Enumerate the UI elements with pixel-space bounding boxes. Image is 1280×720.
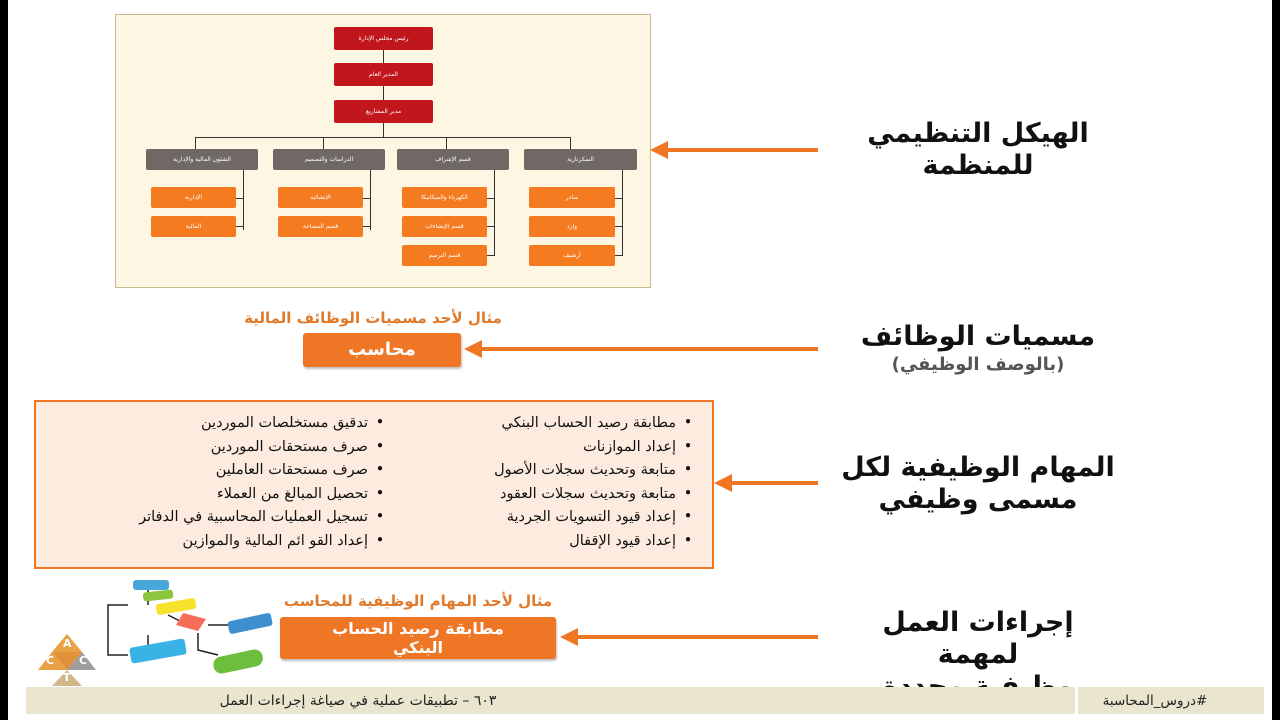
logo-letter: C (46, 654, 54, 667)
org-level1-box: رئيس مجلس الإدارة (334, 27, 433, 50)
heading-job-tasks: المهام الوظيفية لكل مسمى وظيفي (838, 452, 1118, 516)
task-item: •إعداد قيود الإقفال (400, 530, 700, 554)
task-example-caption: مثال لأحد المهام الوظيفية للمحاسب (263, 592, 573, 610)
task-item: •صرف مستحقات الموردين (52, 436, 392, 460)
tasks-left-column: •تدقيق مستخلصات الموردين •صرف مستحقات ال… (52, 412, 392, 554)
heading-line: مسميات الوظائف (848, 320, 1108, 354)
heading-org-structure: الهيكل التنظيمي للمنظمة (838, 118, 1118, 182)
task-item: •متابعة وتحديث سجلات الأصول (400, 459, 700, 483)
tasks-right-column: •مطابقة رصيد الحساب البنكي •إعداد المواز… (400, 412, 700, 554)
heading-line: للمنظمة (838, 150, 1118, 182)
heading-line: إجراءات العمل لمهمة (838, 607, 1118, 671)
task-item: •إعداد الموازنات (400, 436, 700, 460)
task-item: •تحصيل المبالغ من العملاء (52, 483, 392, 507)
task-item: •متابعة وتحديث سجلات العقود (400, 483, 700, 507)
accountant-button: محاسب (303, 333, 461, 367)
slide: رئيس مجلس الإدارة المدير العام مدير المش… (8, 0, 1272, 720)
arrow-line (730, 481, 818, 485)
heading-subtitle: (بالوصف الوظيفي) (848, 354, 1108, 376)
logo-letter: C (79, 654, 87, 667)
org-unit: الإنشائية (278, 187, 363, 208)
org-chart: رئيس مجلس الإدارة المدير العام مدير المش… (115, 14, 651, 288)
flowchart-icon (88, 575, 278, 680)
org-level2-box: المدير العام (334, 63, 433, 86)
org-unit: وارد (529, 216, 615, 237)
org-unit: قسم الإنشاءات (402, 216, 487, 237)
org-dept-design: الدراسات والتصميم (273, 149, 385, 170)
org-dept-supervision: قسم الإشراف (397, 149, 509, 170)
org-unit: صادر (529, 187, 615, 208)
org-dept-secretariat: السكرتارية (524, 149, 637, 170)
org-unit: المالية (151, 216, 236, 237)
arrow-line (480, 347, 818, 351)
arrow-left-icon (560, 628, 578, 646)
arrow-left-icon (714, 474, 732, 492)
heading-line: مسمى وظيفي (838, 484, 1118, 516)
task-item: •تسجيل العمليات المحاسبية في الدفاتر (52, 506, 392, 530)
task-item: •إعداد قيود التسويات الجردية (400, 506, 700, 530)
acct-logo: A C C T (30, 632, 104, 688)
arrow-left-icon (650, 141, 668, 159)
org-unit: قسم المساحة (278, 216, 363, 237)
tasks-box: •مطابقة رصيد الحساب البنكي •إعداد المواز… (34, 400, 714, 569)
task-item: •مطابقة رصيد الحساب البنكي (400, 412, 700, 436)
arrow-line (666, 148, 818, 152)
org-unit: قسم الترميم (402, 245, 487, 266)
button-line: البنكي (280, 638, 556, 657)
job-title-caption: مثال لأحد مسميات الوظائف المالية (218, 309, 528, 327)
org-dept-finance: الشئون المالية والإدارية (146, 149, 258, 170)
footer-hashtag: #دروس_المحاسبة (1060, 689, 1250, 713)
task-item: •صرف مستحقات العاملين (52, 459, 392, 483)
arrow-left-icon (464, 340, 482, 358)
logo-letter: T (63, 671, 71, 684)
button-line: مطابقة رصيد الحساب (280, 619, 556, 638)
task-item: •تدقيق مستخلصات الموردين (52, 412, 392, 436)
org-unit: الكهرباء والميكانيكا (402, 187, 487, 208)
heading-line: الهيكل التنظيمي (838, 118, 1118, 150)
org-level3-box: مدير المشاريع (334, 100, 433, 123)
task-item: •إعداد القو ائم المالية والموازين (52, 530, 392, 554)
bank-reconciliation-button: مطابقة رصيد الحساب البنكي (280, 617, 556, 659)
footer-lesson-title: ٦٠٣ – تطبيقات عملية في صياغة إجراءات الع… (18, 689, 698, 713)
heading-line: المهام الوظيفية لكل (838, 452, 1118, 484)
org-unit: الإدارية (151, 187, 236, 208)
heading-job-titles: مسميات الوظائف (بالوصف الوظيفي) (848, 320, 1108, 376)
logo-letter: A (63, 637, 72, 650)
arrow-line (576, 635, 818, 639)
org-unit: أرشيف (529, 245, 615, 266)
